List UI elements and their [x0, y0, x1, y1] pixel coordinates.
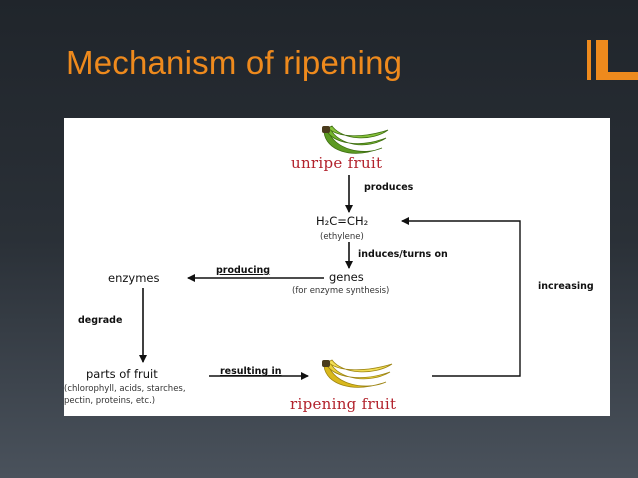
node-genes-note: (for enzyme synthesis): [292, 286, 390, 296]
node-ethylene-name: (ethylene): [320, 232, 364, 242]
node-ethylene-formula: H₂C=CH₂: [316, 214, 369, 228]
arrow-increasing: [401, 217, 521, 377]
node-ripening-fruit: ripening fruit: [290, 395, 397, 413]
node-parts-of-fruit: parts of fruit: [86, 367, 158, 381]
node-enzymes: enzymes: [108, 271, 160, 285]
node-parts-note-2: pectin, proteins, etc.): [64, 396, 156, 406]
node-parts-note-1: (chlorophyll, acids, starches,: [64, 384, 186, 394]
deco-bar: [608, 72, 638, 80]
node-unripe-fruit: unripe fruit: [291, 154, 383, 172]
title-decoration: [587, 40, 638, 80]
deco-bar: [587, 40, 591, 80]
edge-label-increasing: increasing: [538, 281, 594, 292]
edge-label-resulting-in: resulting in: [220, 366, 282, 377]
slide-title: Mechanism of ripening: [66, 44, 403, 81]
diagram-arrows: [139, 125, 521, 388]
edge-label-produces: produces: [364, 182, 414, 193]
deco-bar: [596, 40, 608, 80]
green-bananas-icon: [322, 125, 389, 154]
edge-label-producing: producing: [216, 265, 271, 276]
yellow-bananas-icon: [322, 359, 393, 388]
edge-label-degrade: degrade: [78, 315, 123, 326]
edge-label-induces: induces/turns on: [358, 249, 448, 260]
ripening-diagram: unripe fruit produces H₂C=CH₂ (ethylene)…: [64, 118, 610, 416]
node-genes: genes: [329, 270, 364, 284]
